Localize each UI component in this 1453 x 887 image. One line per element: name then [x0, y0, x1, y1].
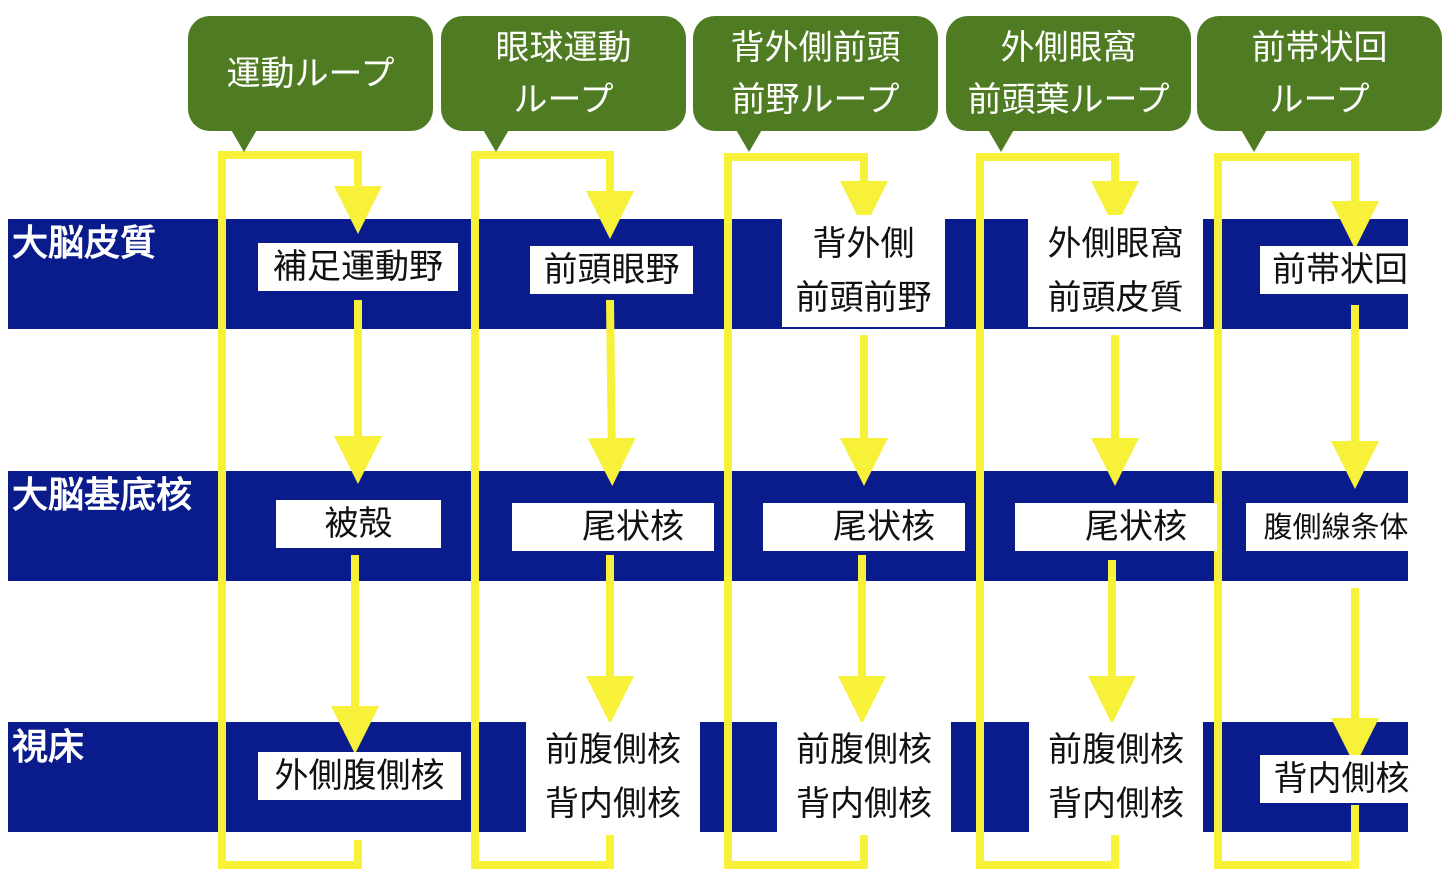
loop-2-thalamus-node: 前腹側核 背内側核 — [526, 722, 700, 832]
loop-1-title: 運動ループ — [188, 16, 433, 131]
loop-3-thalamus-node: 前腹側核 背内側核 — [777, 722, 951, 832]
loop-4-thalamus-node: 前腹側核 背内側核 — [1029, 722, 1203, 832]
loop-3-basal-ganglia-node: 尾状核 — [763, 503, 965, 551]
loop-2-basal-ganglia-node: 尾状核 — [512, 503, 714, 551]
level-label-basal-ganglia: 大脳基底核 — [12, 475, 193, 516]
loop-5-title: 前帯状回 ループ — [1197, 16, 1442, 131]
loop-2-outline — [471, 151, 634, 869]
loop-4-title: 外側眼窩 前頭葉ループ — [946, 16, 1191, 131]
loop-3-cortex-node: 背外側 前頭前野 — [782, 215, 945, 327]
loop-1-basal-ganglia-node: 被殻 — [276, 500, 441, 548]
loop-2-title: 眼球運動 ループ — [441, 16, 686, 131]
loop-2-arrow-cortex-to-bg — [587, 299, 636, 486]
level-label-thalamus: 視床 — [12, 727, 85, 768]
loop-3-outline — [724, 153, 888, 869]
loop-1-thalamus-node: 外側腹側核 — [258, 752, 461, 800]
loop-4-outline — [976, 153, 1139, 869]
loop-5-basal-ganglia-node: 腹側線条体 — [1246, 503, 1426, 551]
loop-4-basal-ganglia-node: 尾状核 — [1015, 503, 1217, 551]
loop-5-thalamus-node: 背内側核 — [1260, 755, 1423, 803]
loop-1-cortex-node: 補足運動野 — [258, 243, 458, 291]
loop-5-cortex-node: 前帯状回 — [1260, 246, 1420, 294]
level-label-cortex: 大脳皮質 — [12, 223, 157, 264]
loop-4-cortex-node: 外側眼窩 前頭皮質 — [1028, 215, 1203, 327]
loop-2-cortex-node: 前頭眼野 — [530, 246, 693, 294]
loop-1-outline — [218, 151, 382, 869]
loop-5-outline — [1214, 153, 1379, 869]
loop-3-title: 背外側前頭 前野ループ — [693, 16, 938, 131]
